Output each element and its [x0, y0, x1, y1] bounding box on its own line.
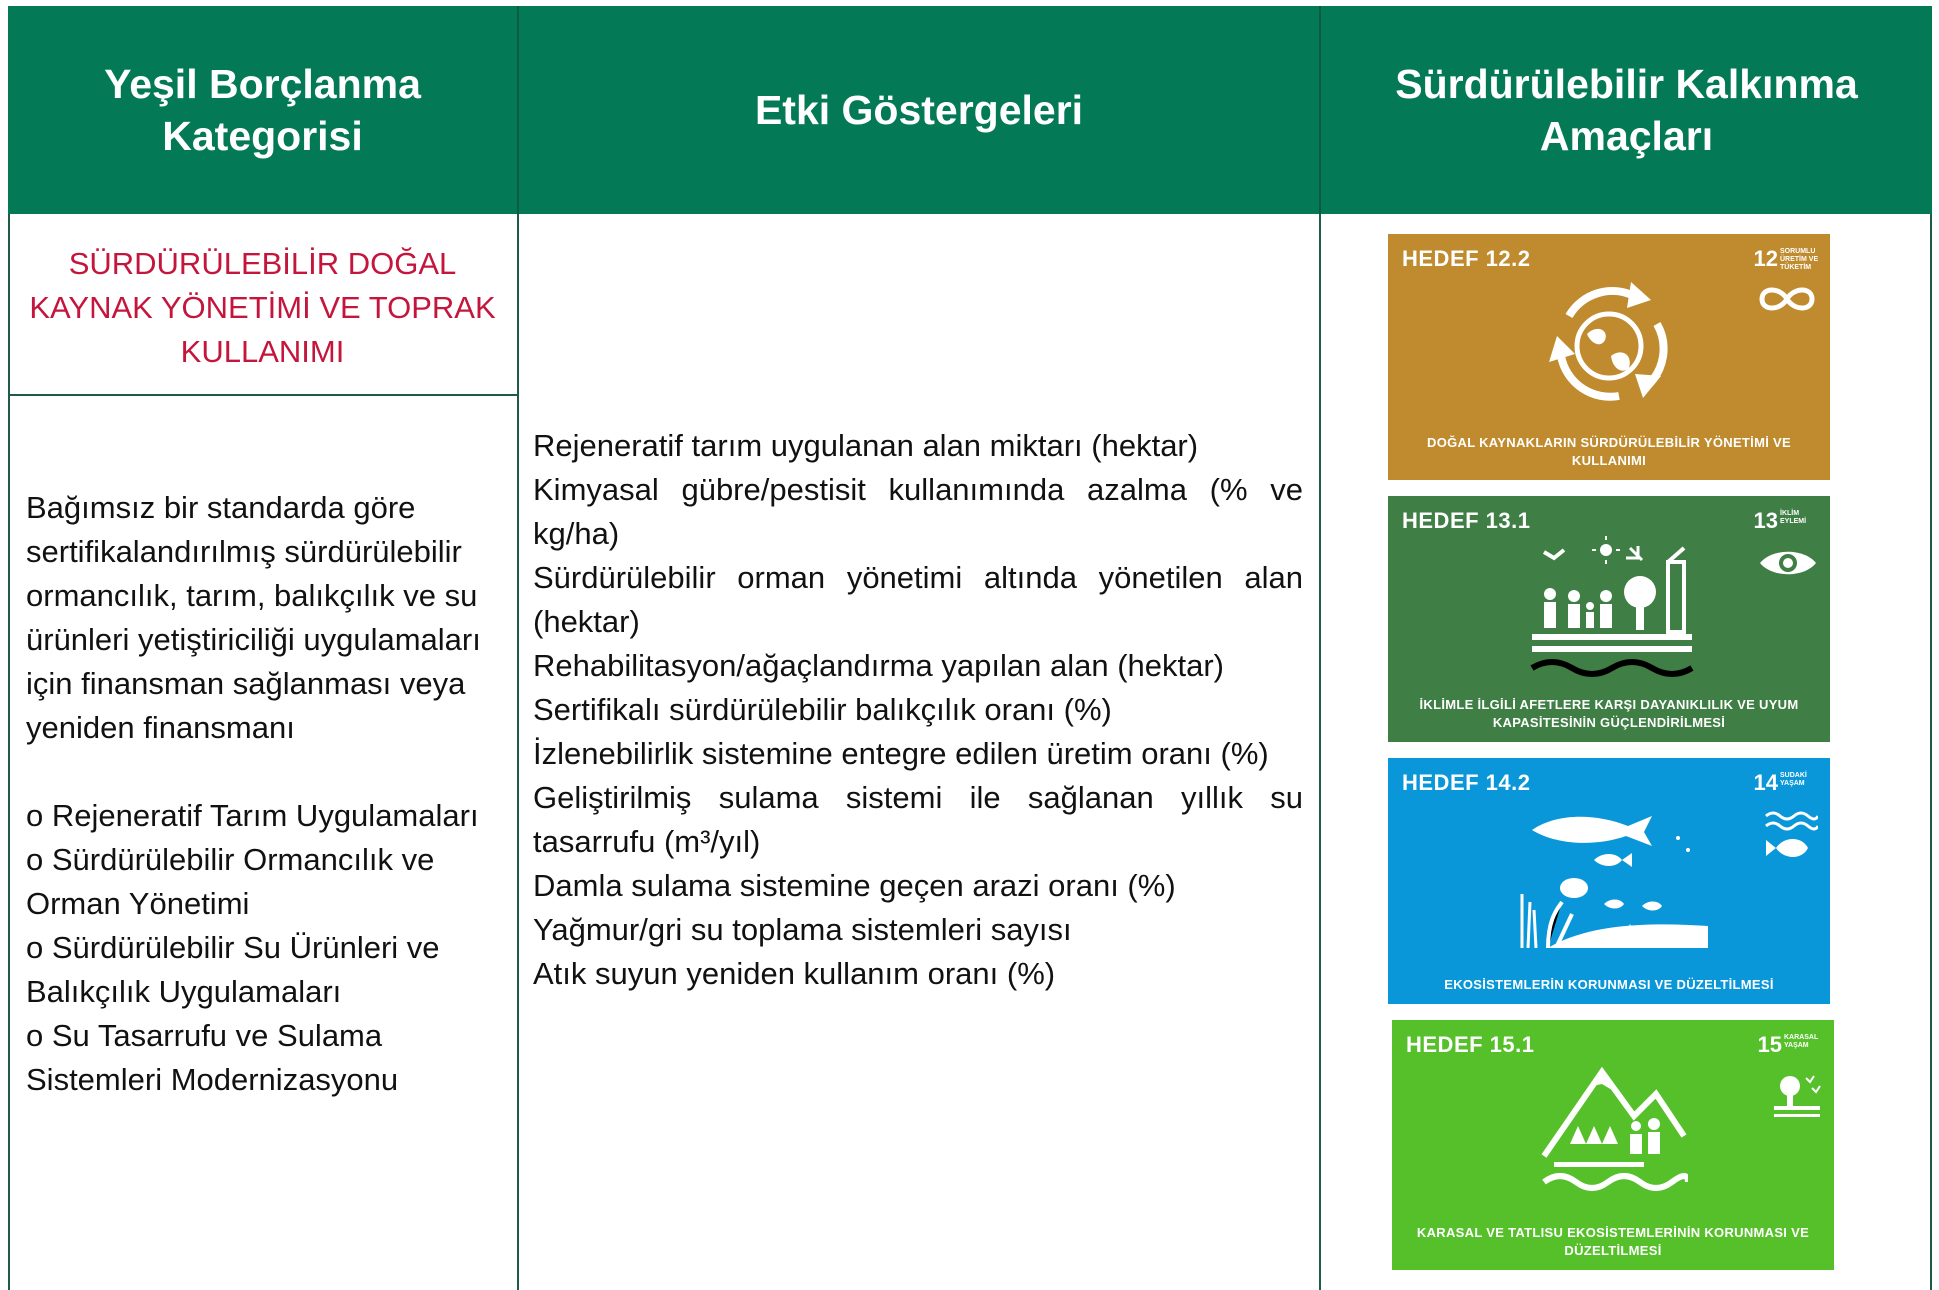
waves-fish-icon: [1765, 811, 1818, 857]
sdg-target-label: HEDEF 14.2: [1402, 770, 1531, 795]
sub-item: o Su Tasarrufu ve Sulama Sistemleri Mode…: [26, 1018, 399, 1097]
indicator-item: İzlenebilirlik sistemine entegre edilen …: [533, 736, 1269, 771]
header-indicators: Etki Göstergeleri: [517, 6, 1319, 214]
land-ecosystem-icon: [1541, 1066, 1688, 1191]
indicator-item: Sürdürülebilir orman yönetimi altında yö…: [533, 560, 1303, 639]
sdg-card-15: HEDEF 15.1 15 KARASAL YAŞAM KARASAL VE T…: [1392, 1020, 1834, 1270]
indicator-item: Kimyasal gübre/pestisit kullanımında aza…: [533, 472, 1303, 551]
sdg-caption: EKOSİSTEMLERİN KORUNMASI VE DÜZELTİLMESİ: [1444, 977, 1774, 992]
sdg-target-label: HEDEF 15.1: [1406, 1032, 1535, 1057]
header-sdgs: Sürdürülebilir Kalkınma Amaçları: [1319, 6, 1932, 214]
sdg-goal-number: 13: [1753, 508, 1778, 533]
sdg-caption: KARASAL VE TATLISU EKOSİSTEMLERİNİN KORU…: [1416, 1225, 1810, 1258]
header-category: Yeşil Borçlanma Kategorisi: [8, 6, 517, 214]
indicator-item: Atık suyun yeniden kullanım oranı (%): [533, 956, 1056, 991]
category-row-divider: [8, 394, 519, 396]
sub-item: o Sürdürülebilir Su Ürünleri ve Balıkçıl…: [26, 930, 440, 1009]
tree-birds-icon: [1774, 1075, 1821, 1117]
sdg-target-label: HEDEF 12.2: [1402, 246, 1531, 271]
sub-item: o Sürdürülebilir Ormancılık ve Orman Yön…: [26, 842, 435, 921]
sdg-card-14: HEDEF 14.2 14 SUDAKİ YAŞAM EKOSİSTEMLERİ…: [1388, 758, 1830, 1004]
indicators-list: Rejeneratif tarım uygulanan alan miktarı…: [533, 424, 1303, 996]
category-title-cell: SÜRDÜRÜLEBİLİR DOĞAL KAYNAK YÖNETİMİ VE …: [8, 218, 517, 398]
sdg-caption: İKLİMLE İLGİLİ AFETLERE KARŞI DAYANIKLIL…: [1419, 697, 1799, 730]
sdg-goal-number: 15: [1757, 1032, 1782, 1057]
indicator-item: Geliştirilmiş sulama sistemi ile sağlana…: [533, 780, 1303, 859]
sdg-caption: DOĞAL KAYNAKLARIN SÜRDÜRÜLEBİLİR YÖNETİM…: [1427, 435, 1791, 468]
infinity-icon: [1759, 287, 1815, 311]
indicator-item: Sertifikalı sürdürülebilir balıkçılık or…: [533, 692, 1112, 727]
sub-item: o Rejeneratif Tarım Uygulamaları: [26, 798, 479, 833]
indicator-item: Yağmur/gri su toplama sistemleri sayısı: [533, 912, 1072, 947]
climate-resilience-icon: [1530, 536, 1694, 677]
eye-globe-icon: [1760, 551, 1816, 575]
sdg-card-12: HEDEF 12.2 12 SORUMLU ÜRETİM VE TÜKETİM …: [1388, 234, 1830, 480]
table-border-right: [1930, 214, 1932, 1290]
marine-life-icon: [1520, 816, 1708, 948]
header-indicators-label: Etki Göstergeleri: [754, 87, 1084, 133]
indicator-item: Rejeneratif tarım uygulanan alan miktarı…: [533, 428, 1199, 463]
sdg-goal-number: 14: [1753, 770, 1778, 795]
sdg-goal-name: SUDAKİ YAŞAM: [1780, 772, 1807, 787]
sdg-goal-name: KARASAL YAŞAM: [1784, 1034, 1819, 1049]
header-category-label: Yeşil Borçlanma Kategorisi: [104, 61, 421, 159]
header-sdgs-label: Sürdürülebilir Kalkınma Amaçları: [1395, 61, 1858, 159]
column-divider-1: [517, 214, 519, 1290]
indicator-item: Rehabilitasyon/ağaçlandırma yapılan alan…: [533, 648, 1225, 683]
table-border-left: [8, 214, 10, 1290]
sdg-goal-name: SORUMLU ÜRETİM VE TÜKETİM: [1780, 248, 1819, 271]
sdg-goal-name: İKLİM EYLEMİ: [1780, 510, 1807, 525]
category-title: SÜRDÜRÜLEBİLİR DOĞAL KAYNAK YÖNETİMİ VE …: [29, 246, 496, 369]
category-description: Bağımsız bir standarda göre sertifikalan…: [26, 490, 481, 745]
indicator-item: Damla sulama sistemine geçen arazi oranı…: [533, 868, 1176, 903]
category-description-cell: Bağımsız bir standarda göre sertifikalan…: [26, 486, 506, 1102]
column-divider-2: [1319, 214, 1321, 1290]
impact-table: Yeşil Borçlanma Kategorisi Etki Gösterge…: [8, 6, 1932, 1290]
sdg-card-13: HEDEF 13.1 13 İKLİM EYLEMİ İKLİMLE İLGİL…: [1388, 496, 1830, 742]
recycle-globe-icon: [1549, 282, 1668, 401]
sdg-target-label: HEDEF 13.1: [1402, 508, 1531, 533]
sdg-goal-number: 12: [1753, 246, 1778, 271]
